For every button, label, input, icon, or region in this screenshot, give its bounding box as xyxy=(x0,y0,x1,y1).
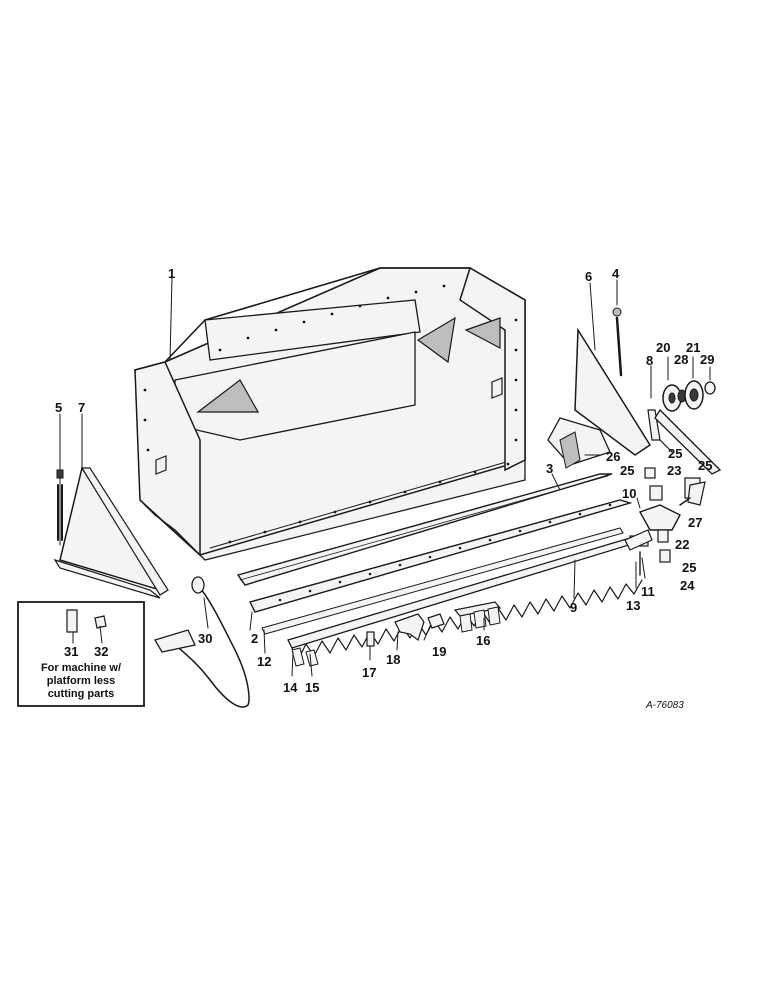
callout-20: 20 xyxy=(656,340,670,355)
clip-19 xyxy=(427,613,445,629)
inset-note: For machine w/ platform less cutting par… xyxy=(41,662,121,700)
parts-14-15 xyxy=(291,647,319,667)
callout-5: 5 xyxy=(55,400,62,415)
knife-back-2 xyxy=(248,499,633,613)
callout-13: 13 xyxy=(626,598,640,613)
callout-26: 26 xyxy=(606,449,620,464)
callout-19: 19 xyxy=(432,644,446,659)
left-brace-7 xyxy=(53,439,169,599)
platform-body xyxy=(134,266,526,561)
guard-18 xyxy=(394,613,425,641)
callout-28: 28 xyxy=(674,352,688,367)
leader-lines xyxy=(59,277,694,677)
callout-6: 6 xyxy=(585,269,592,284)
wear-strip-12 xyxy=(261,527,624,635)
inset-note-line-1: For machine w/ xyxy=(41,662,121,674)
callout-32: 32 xyxy=(94,644,108,659)
callout-9: 9 xyxy=(570,600,577,615)
callout-29: 29 xyxy=(700,352,714,367)
callout-25-c: 25 xyxy=(698,458,712,473)
gear-20 xyxy=(662,359,682,412)
callout-labels: 1 2 3 4 5 6 7 8 9 10 11 12 13 14 15 16 1… xyxy=(55,266,714,695)
inset-note-line-2: platform less xyxy=(47,675,115,687)
callout-27: 27 xyxy=(688,515,702,530)
right-end-sheet-6 xyxy=(547,327,652,469)
guard-16 xyxy=(453,601,502,633)
callout-12: 12 xyxy=(257,654,271,669)
figure-id: A-76083 xyxy=(645,700,684,711)
inset-note-line-3: cutting parts xyxy=(48,688,115,700)
knife-head-13-11 xyxy=(624,529,653,576)
callout-21: 21 xyxy=(686,340,700,355)
callout-16: 16 xyxy=(476,633,490,648)
left-bolt-5 xyxy=(56,424,64,546)
section-17 xyxy=(366,631,375,647)
divider-30 xyxy=(154,576,250,708)
disc-21 xyxy=(684,359,704,410)
callout-8: 8 xyxy=(646,353,653,368)
pitman-assembly xyxy=(638,467,706,563)
guard-bar-3 xyxy=(236,473,613,586)
nut-29 xyxy=(704,366,716,395)
inset-box xyxy=(17,601,145,707)
callout-3: 3 xyxy=(546,461,553,476)
callout-15: 15 xyxy=(305,680,319,695)
callout-25-b: 25 xyxy=(668,446,682,461)
callout-10: 10 xyxy=(622,486,636,501)
callout-18: 18 xyxy=(386,652,400,667)
callout-4: 4 xyxy=(612,266,620,281)
callout-24: 24 xyxy=(680,578,695,593)
callout-2: 2 xyxy=(251,631,258,646)
callout-25-d: 25 xyxy=(682,560,696,575)
callout-22: 22 xyxy=(675,537,689,552)
callout-23: 23 xyxy=(667,463,681,478)
callout-11: 11 xyxy=(641,584,655,599)
callout-25-a: 25 xyxy=(620,463,634,478)
callout-31: 31 xyxy=(64,644,78,659)
callout-14: 14 xyxy=(283,680,298,695)
callout-7: 7 xyxy=(78,400,85,415)
callout-17: 17 xyxy=(362,665,376,680)
callout-1: 1 xyxy=(168,266,175,281)
callout-30: 30 xyxy=(198,631,212,646)
